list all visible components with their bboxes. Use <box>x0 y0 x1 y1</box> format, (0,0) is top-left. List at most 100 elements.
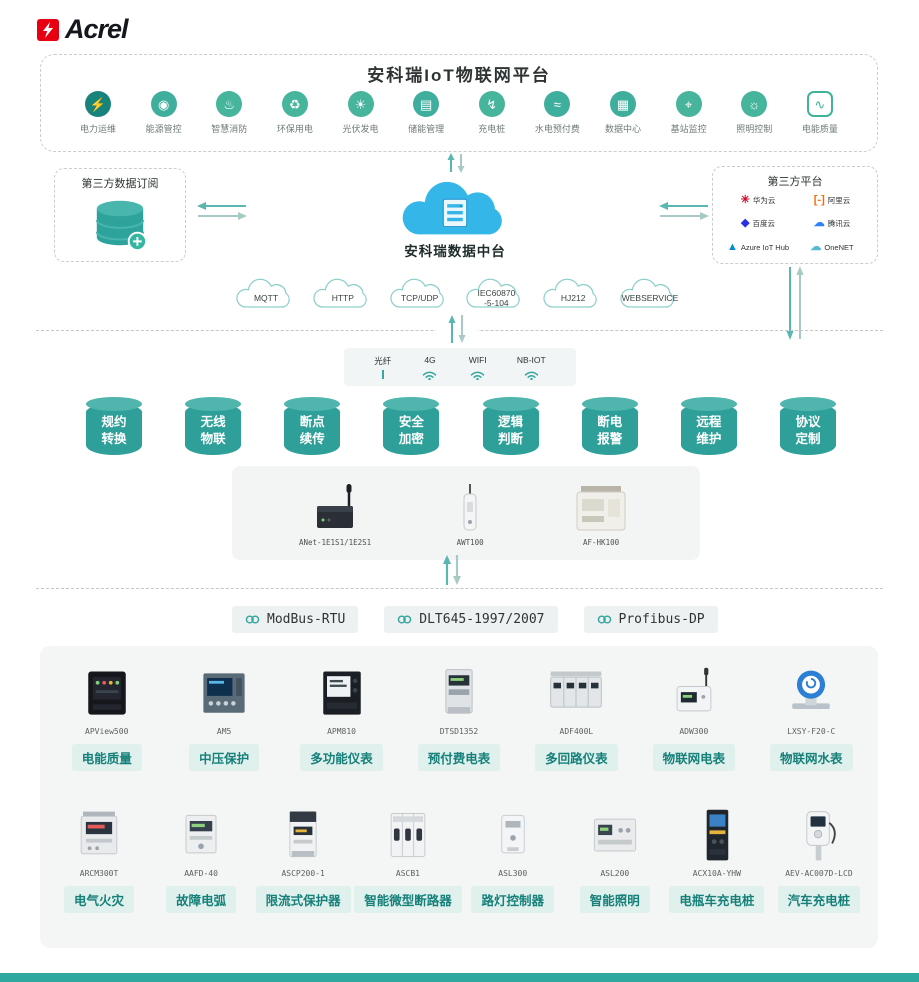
app-label: 电力运维 <box>79 124 116 134</box>
capability-resume-transfer: 断点续传 <box>284 397 341 455</box>
protocol-label: WEBSERVICE <box>621 293 679 304</box>
gateway-awt100: AWT100 <box>438 480 502 547</box>
product-category-tag: 物联网水表 <box>769 744 853 771</box>
protection-relay-icon <box>192 664 256 724</box>
gateway-af-hk100: AF-HK100 <box>569 480 633 547</box>
platform-title: 安科瑞IoT物联网平台 <box>367 66 551 85</box>
product-apm810: APM810 多功能仪表 <box>283 664 400 771</box>
cylinder-top <box>680 397 737 411</box>
cylinder-body <box>482 404 539 455</box>
app-item-power-quality: ∿ 电能质量 <box>789 91 851 135</box>
products-box: APView500 电能质量 AM5 中压保护 APM810 多功能仪表 DTS… <box>40 646 878 948</box>
app-item-solar: ☀ 光伏发电 <box>330 91 392 135</box>
product-arcm300t: ARCM300T 电气火灾 <box>48 806 150 913</box>
huawei-cloud-icon: ✳ <box>740 194 750 207</box>
azure-icon: ▲ <box>726 240 738 253</box>
link-icon <box>397 614 412 625</box>
app-item-eco-power: ♻ 环保用电 <box>264 91 326 135</box>
gateway-model: AWT100 <box>456 537 484 547</box>
products-row-2: ARCM300T 电气火灾 AAFD-40 故障电弧 ASCP200-1 限流式… <box>48 806 870 913</box>
protocol-cloud-iec60870: IEC60870 -5-104 <box>460 274 532 316</box>
din-rail-meter-icon <box>427 664 491 724</box>
energy-mgmt-icon: ◉ <box>150 91 177 117</box>
gateway-model: ANet-1E1S1/1E2S1 <box>298 537 372 547</box>
anet-gateway-icon <box>303 480 367 536</box>
product-category-tag: 电瓶车充电桩 <box>669 886 765 913</box>
onenet-cloud-icon: ☁ <box>810 240 822 253</box>
product-aafd-40: AAFD-40 故障电弧 <box>150 806 252 913</box>
bus-protocol-label: Profibus-DP <box>618 612 705 627</box>
bus-protocol-row: ModBus-RTU DLT645-1997/2007 Profibus-DP <box>232 606 718 633</box>
product-category-tag: 汽车充电桩 <box>777 886 861 913</box>
product-adw300: ADW300 物联网电表 <box>635 664 752 771</box>
acrel-logo-text: Acrel <box>65 14 129 44</box>
product-adf400l: ADF400L 多回路仪表 <box>518 664 635 771</box>
power-om-icon: ⚡ <box>85 91 111 117</box>
iot-meter-icon <box>662 664 726 724</box>
app-label: 电能质量 <box>801 124 838 134</box>
baidu-cloud-icon: ◆ <box>741 217 750 230</box>
app-label: 智慧消防 <box>211 124 248 134</box>
capability-custom-protocol: 协议定制 <box>779 397 836 455</box>
product-apview500: APView500 电能质量 <box>48 664 165 771</box>
cylinder-top <box>284 397 341 411</box>
product-category-tag: 智能微型断路器 <box>354 886 462 913</box>
panel-meter-icon <box>75 664 139 724</box>
app-label: 光伏发电 <box>342 124 379 134</box>
product-category-tag: 物联网电表 <box>652 744 736 771</box>
product-dtsd1352: DTSD1352 预付费电表 <box>400 664 517 771</box>
cylinder-top <box>383 397 440 411</box>
left-right-arrows-icon <box>197 202 247 220</box>
ebike-charging-pile-icon <box>685 806 749 866</box>
current-limiting-protector-icon <box>271 806 335 866</box>
capability-encryption: 安全加密 <box>383 397 440 455</box>
ev-charger-icon <box>787 806 851 866</box>
cylinder-top <box>185 397 242 411</box>
product-category-tag: 智能照明 <box>579 886 650 913</box>
product-model: ASCB1 <box>395 869 420 878</box>
product-category-tag: 电能质量 <box>71 744 142 771</box>
electrical-fire-monitor-icon <box>67 806 131 866</box>
product-model: LXSY-F20-C <box>787 727 836 736</box>
link-icon <box>597 614 612 625</box>
multifunction-meter-icon <box>310 664 374 724</box>
bus-protocol-modbus: ModBus-RTU <box>232 606 359 633</box>
link-icon <box>245 614 260 625</box>
gateway-model: AF-HK100 <box>583 537 620 547</box>
protocol-label: IEC60870 -5-104 <box>477 288 516 308</box>
app-label: 环保用电 <box>276 124 313 134</box>
cylinder-top <box>581 397 638 411</box>
divider-arrows <box>436 314 478 349</box>
app-label: 储能管理 <box>408 124 445 134</box>
app-item-datacenter: ▦ 数据中心 <box>592 91 654 135</box>
product-model: AEV-AC007D-LCD <box>785 869 853 878</box>
energy-storage-icon: ▤ <box>413 91 440 117</box>
app-item-energy-storage: ▤ 储能管理 <box>395 91 457 135</box>
acrel-logo: Acrel <box>36 14 129 45</box>
connectivity-nbiot: NB-IOT <box>517 355 546 380</box>
third-party-platform-grid: ✳ 华为云 [-] 阿里云 ◆ 百度云 ☁ 腾讯云 ▲ Azure IoT Hu… <box>721 189 869 259</box>
datacenter-icon: ▦ <box>610 91 636 117</box>
capability-wireless-iot: 无线物联 <box>185 397 242 455</box>
data-platform-label: 安科瑞数据中台 <box>404 244 506 259</box>
data-platform-cloud-icon <box>402 181 502 235</box>
cylinder-body <box>284 404 341 455</box>
lighting-control-icon: ☼ <box>741 91 768 117</box>
product-model: ACX10A-YHW <box>692 869 741 878</box>
solar-icon: ☀ <box>347 91 374 117</box>
cylinder-body <box>86 404 142 455</box>
footer-accent-bar <box>0 973 919 982</box>
dashed-divider <box>36 588 883 589</box>
gateway-anet: ANet-1E1S1/1E2S1 <box>299 480 371 547</box>
product-category-tag: 多功能仪表 <box>300 744 383 771</box>
third-party-azure-iot-hub: ▲ Azure IoT Hub <box>726 240 790 253</box>
app-label: 充电桩 <box>478 124 506 134</box>
product-acx10a-yhw: ACX10A-YHW 电瓶车充电桩 <box>666 806 768 913</box>
protocol-cloud-webservice: WEBSERVICE <box>614 274 686 316</box>
products-row-1: APView500 电能质量 AM5 中压保护 APM810 多功能仪表 DTS… <box>48 664 870 771</box>
smart-fire-icon: ♨ <box>216 91 243 117</box>
app-label: 基站监控 <box>670 124 707 134</box>
database-icon <box>89 195 151 258</box>
gateway-box: ANet-1E1S1/1E2S1 AWT100 AF-HK100 <box>232 466 700 560</box>
protocol-label: TCP/UDP <box>400 293 439 304</box>
